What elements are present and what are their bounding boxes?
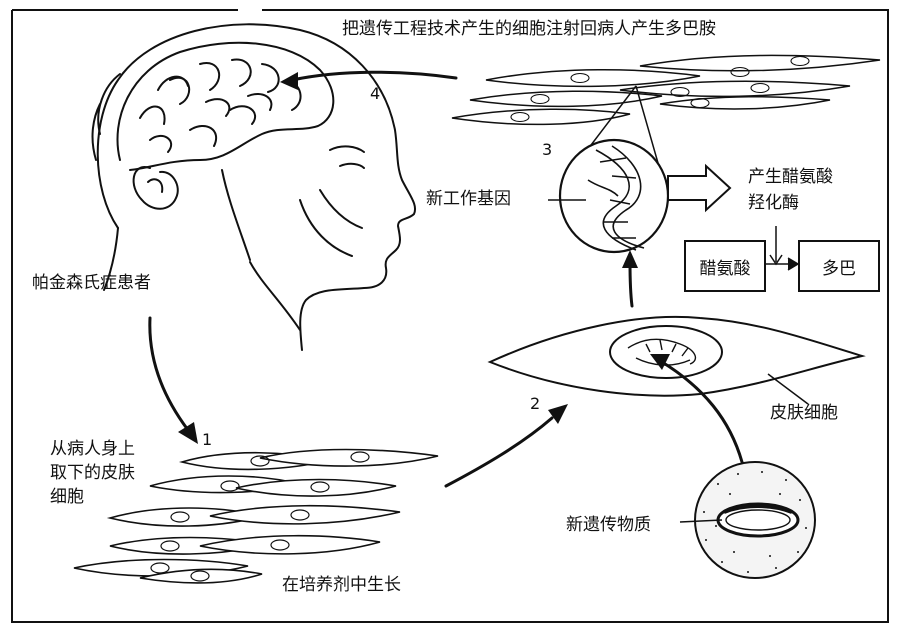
patient-label: 帕金森氏症患者 — [32, 273, 151, 293]
frame-border — [11, 9, 889, 623]
step-2-number: 2 — [530, 394, 541, 413]
skin-taken-line-3: 细胞 — [50, 487, 84, 507]
gene-to-enzyme-arrow — [667, 163, 732, 213]
engineered-cells-layer — [451, 54, 881, 126]
genetic-material-capsule — [694, 461, 816, 579]
gene-magnifier-circle — [548, 138, 670, 254]
enzyme-label-line-1: 产生醋氨酸 — [748, 167, 833, 187]
substrate-box-label: 醋氨酸 — [699, 258, 751, 279]
new-genetic-material-label: 新遗传物质 — [566, 515, 651, 535]
genetic-material-leader — [679, 519, 723, 523]
substrate-box: 醋氨酸 — [684, 240, 766, 292]
enzyme-connector — [762, 226, 800, 271]
skin-cell-label: 皮肤细胞 — [770, 403, 838, 423]
skin-taken-line-1: 从病人身上 — [50, 439, 135, 459]
enzyme-label-line-2: 羟化酶 — [748, 193, 799, 213]
skin-cell-leader — [767, 373, 809, 405]
step-3-number: 3 — [542, 140, 553, 159]
grow-medium-label: 在培养剂中生长 — [282, 575, 401, 595]
process-arrows — [148, 70, 744, 488]
product-box: 多巴 — [798, 240, 880, 292]
big-skin-cell — [487, 315, 866, 397]
product-box-label: 多巴 — [822, 258, 856, 279]
cultured-skin-cells — [73, 448, 439, 584]
arrowheads — [178, 72, 670, 444]
step-4-number: 4 — [370, 84, 381, 103]
patient-head-illustration — [91, 23, 416, 351]
title-label: 把遗传工程技术产生的细胞注射回病人产生多巴胺 — [342, 19, 716, 39]
skin-taken-line-2: 取下的皮肤 — [50, 463, 135, 483]
new-working-gene-label: 新工作基因 — [426, 189, 511, 209]
step-1-number: 1 — [202, 430, 213, 449]
